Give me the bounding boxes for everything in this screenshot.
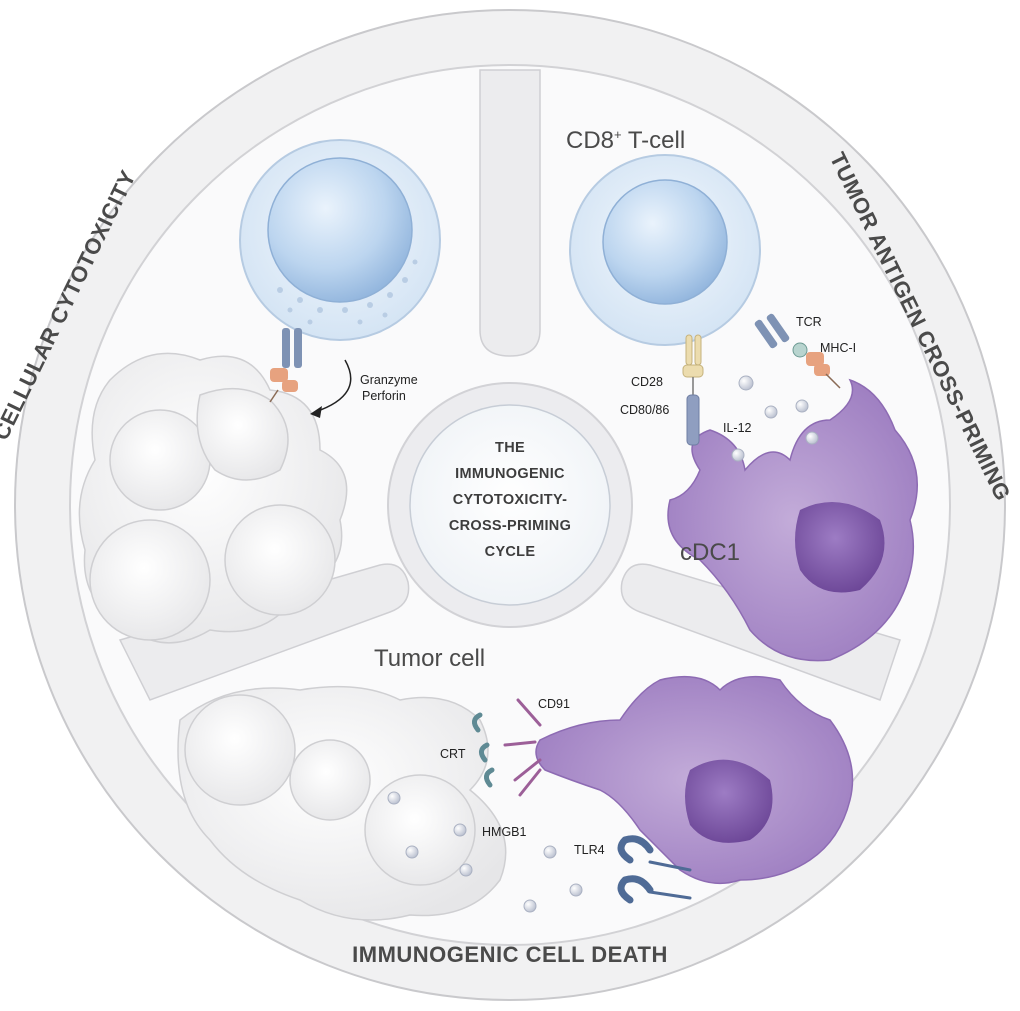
tlr4-label: TLR4 xyxy=(574,843,605,857)
cdc1-cell-top xyxy=(667,378,919,662)
cdc1-label: cDC1 xyxy=(680,539,740,566)
granzyme-label: Granzyme xyxy=(360,373,418,387)
tumor-cells-left xyxy=(78,352,348,644)
cytotoxic-t-cell xyxy=(239,139,441,403)
center-title-line-2: IMMUNOGENIC xyxy=(455,466,565,482)
il12-molecules xyxy=(731,375,819,462)
center-title-line-4: CROSS-PRIMING xyxy=(449,518,571,534)
cd8-t-cell xyxy=(569,154,761,346)
tumor-cell-label: Tumor cell xyxy=(374,645,485,672)
cd28-label: CD28 xyxy=(631,375,663,389)
arrow-head xyxy=(310,406,322,418)
tumor-cells-bottom xyxy=(177,685,507,921)
cd80-86-label: CD80/86 xyxy=(620,403,669,417)
center-title-line-3: CYTOTOXICITY- xyxy=(453,492,568,508)
mhc1-label: MHC-I xyxy=(820,341,856,355)
center-disc xyxy=(409,404,611,606)
crt-cd91-complex xyxy=(472,698,542,797)
tcr-mhc-complex xyxy=(754,313,841,389)
tcr-label: TCR xyxy=(796,315,822,329)
cd8-t-cell-label: CD8+ T-cell xyxy=(566,127,685,154)
hmgb1-molecules xyxy=(387,791,583,913)
cdc1-cell-bottom xyxy=(535,675,854,885)
section-title-cell-death: IMMUNOGENIC CELL DEATH xyxy=(352,942,668,967)
center-title-line-5: CYCLE xyxy=(485,544,536,560)
tlr4-receptors xyxy=(617,835,692,904)
hmgb1-label: HMGB1 xyxy=(482,825,527,839)
crt-label: CRT xyxy=(440,747,466,761)
il12-label: IL-12 xyxy=(723,421,752,435)
center-title-line-1: THE xyxy=(495,440,525,456)
cd28-cd80-complex xyxy=(682,334,704,446)
perforin-label: Perforin xyxy=(362,389,406,403)
cd91-label: CD91 xyxy=(538,697,570,711)
granzyme-arrow xyxy=(314,359,352,413)
